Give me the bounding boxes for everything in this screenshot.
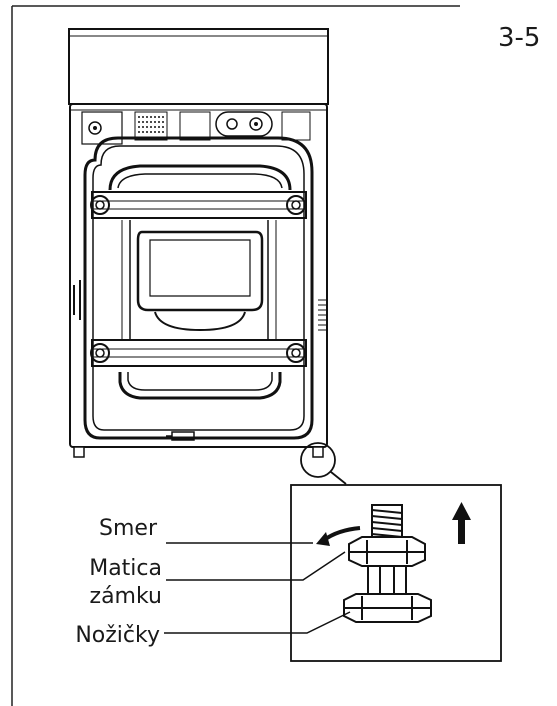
figure-number: 3-5: [498, 23, 540, 53]
machine-cabinet: [69, 103, 328, 448]
zoom-circle: [300, 442, 336, 478]
leader-line-lock-nut: [166, 551, 346, 581]
machine-top-panel: [68, 28, 329, 105]
water-inlet-housing: [215, 111, 273, 137]
washing-machine: [68, 28, 329, 448]
label-feet: Nožičky: [75, 623, 160, 648]
foot-base: [343, 593, 432, 623]
label-lock-nut-line2: zámku: [90, 584, 162, 609]
foot-body: [367, 565, 407, 595]
label-direction: Smer: [99, 516, 158, 541]
label-lock-nut-line1: Matica: [89, 556, 162, 581]
rotation-arrow-icon: [316, 526, 361, 546]
lock-nut: [348, 536, 426, 567]
up-arrow-icon: [452, 502, 471, 544]
machine-foot-left: [73, 446, 85, 458]
machine-foot-right: [312, 446, 324, 458]
zoom-connector-line: [330, 471, 347, 485]
vent-grille: [134, 111, 168, 141]
leader-line-feet: [164, 611, 351, 634]
